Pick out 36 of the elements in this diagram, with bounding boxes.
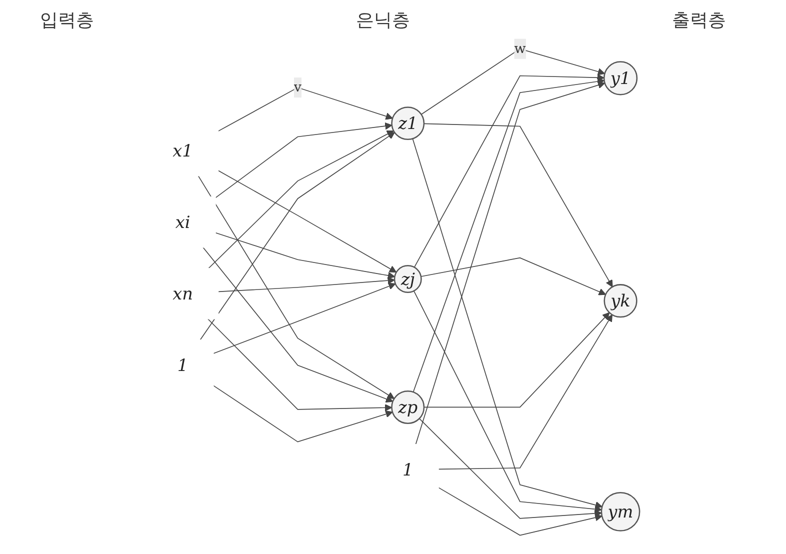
arrow <box>199 132 394 340</box>
arrow <box>214 122 392 198</box>
arrow <box>202 246 393 403</box>
node-circle: z1 <box>390 106 424 140</box>
arrow <box>413 290 602 513</box>
arrow <box>412 138 602 509</box>
node-text: x1 <box>172 140 192 161</box>
layer-heading: 입력층 <box>40 9 94 32</box>
arrow <box>206 318 392 412</box>
arrow <box>423 123 612 288</box>
layer-heading: 출력층 <box>672 9 726 32</box>
arrow <box>418 418 602 519</box>
arrow <box>420 257 606 296</box>
arrow <box>412 78 604 392</box>
arrow <box>197 175 394 399</box>
edge-label: w <box>514 40 526 56</box>
arrow <box>438 314 612 470</box>
edge-label: v <box>293 79 302 96</box>
arrow <box>217 276 394 292</box>
arrow <box>217 170 396 273</box>
node-circle: zp <box>390 390 424 424</box>
arrow <box>208 130 394 269</box>
arrow <box>423 312 610 408</box>
node-text: 1 <box>176 355 188 376</box>
arrow <box>438 487 602 536</box>
node-circle: zj <box>393 264 422 293</box>
arrow <box>420 48 605 115</box>
layer-heading: 은닉층 <box>356 9 410 32</box>
arrow <box>414 82 605 445</box>
arrow <box>217 87 392 132</box>
arrow <box>212 282 396 354</box>
arrow <box>214 232 395 280</box>
arrow <box>212 385 392 442</box>
arrow <box>413 74 604 268</box>
node-text: 1 <box>402 460 413 480</box>
node-text: xn <box>172 284 192 304</box>
